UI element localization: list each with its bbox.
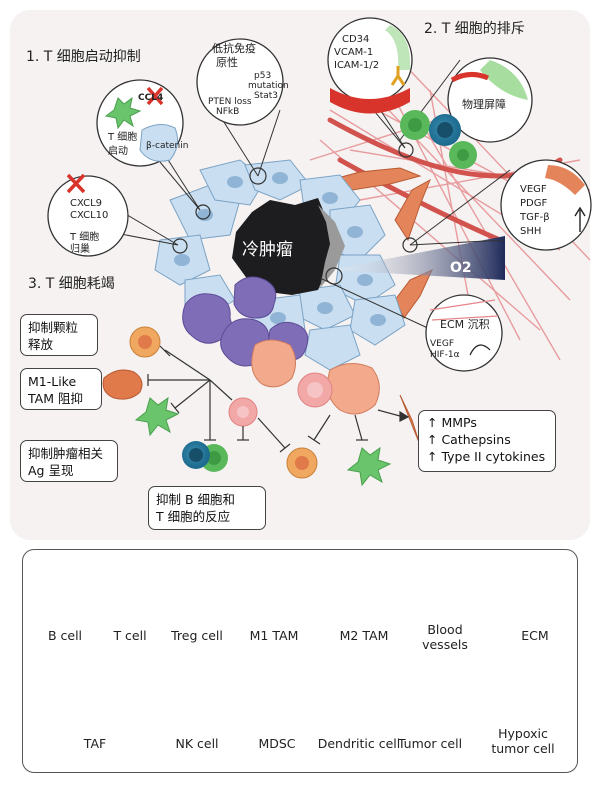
tumor-in-callout-1: [139, 124, 179, 162]
nk-cell-small: [129, 326, 318, 479]
legend-panel: [22, 549, 578, 773]
adhesion-green: [385, 25, 411, 70]
o2-label: O2: [450, 260, 472, 276]
box-effects: ↑ MMPs ↑ Cathepsins ↑ Type II cytokines: [418, 410, 556, 472]
effect-mmps: ↑ MMPs: [427, 415, 477, 430]
legend-label-b-cell: B cell: [47, 628, 83, 643]
bcatenin-label: β-catenin: [146, 141, 188, 151]
m1-tam-small: [102, 369, 143, 400]
tumor-nuclei: [174, 172, 386, 326]
gene-stat3: Stat3: [254, 91, 278, 101]
dendritic-in-callout: [104, 96, 142, 130]
section-title-2: 2. T 细胞的排斥: [424, 21, 525, 37]
tcells-near-physical: [400, 110, 477, 169]
legend-label-dendritic: Dendritic cell: [317, 736, 401, 751]
adhesion-icam: ICAM-1/2: [334, 60, 379, 71]
ecm-callout-fibers: [429, 299, 499, 321]
priming-line-2: 启动: [108, 144, 128, 157]
effect-cathepsins: ↑ Cathepsins: [427, 432, 511, 447]
hypoxia-vegf: VEGF: [430, 339, 454, 349]
adhesion-cd34: CD34: [342, 34, 369, 45]
section-title-3: 3. T 细胞耗竭: [28, 276, 115, 292]
growth-pdgf: PDGF: [520, 198, 547, 209]
legend-label-taf: TAF: [83, 736, 107, 751]
ecm-label: ECM 沉积: [440, 318, 490, 331]
growth-up-arrow: [574, 206, 586, 232]
gene-p53: p53: [254, 71, 271, 81]
section-title-1: 1. T 细胞启动抑制: [26, 49, 141, 65]
ccl4-label: CCL4: [138, 93, 163, 103]
inhibition-lines: [147, 345, 410, 453]
chemokine-line-1: CXCL9: [70, 198, 102, 209]
cold-tumor-core: [232, 198, 340, 295]
growth-taf-callout: [545, 165, 585, 195]
homing-line-2: 归巢: [70, 242, 90, 255]
physical-barrier-red: [450, 72, 490, 83]
y-receptor-icon: [390, 66, 406, 86]
chemokine-cross-icon: [66, 173, 86, 194]
legend-label-nk: NK cell: [175, 736, 219, 751]
legend-label-treg: Treg cell: [171, 628, 223, 643]
adhesion-vcam: VCAM-1: [334, 47, 373, 58]
low-immuno-line-2: 原性: [216, 55, 238, 69]
legend-label-m2-tam: M2 TAM: [339, 628, 389, 643]
legend-label-hypoxic: Hypoxic tumor cell: [491, 726, 555, 756]
m2-tam-cells: [251, 339, 380, 415]
chemokine-line-2: CXCL10: [70, 210, 108, 221]
hypoxia-arrow: [469, 344, 491, 356]
cold-tumor-label: 冷肿瘤: [242, 240, 293, 260]
callout-text: CXCL9 CXCL10 T 细胞 归巢 CCL4 T 细胞 启动 β-cate…: [69, 34, 550, 360]
box-antigen: 抑制肿瘤相关 Ag 呈现: [20, 440, 118, 482]
small-focus-circles: [172, 142, 418, 285]
growth-tgfb: TGF-β: [519, 212, 550, 223]
gene-pten: PTEN loss: [208, 97, 252, 107]
physical-barrier-green: [480, 60, 528, 100]
low-immuno-line-1: 低抗免疫: [212, 41, 256, 55]
o2-gradient: [330, 236, 505, 280]
gene-mutation: mutation: [248, 81, 289, 91]
physical-barrier-label: 物理屏障: [462, 97, 506, 111]
legend-label-t-cell: T cell: [113, 628, 147, 643]
legend-label-tumor: Tumor cell: [397, 736, 463, 751]
legend-label-blood: Blood vessels: [422, 622, 468, 652]
hypoxic-rim: [318, 205, 345, 288]
box-response: 抑制 B 细胞和 T 细胞的反应: [148, 486, 266, 530]
legend-label-m1-tam: M1 TAM: [249, 628, 299, 643]
priming-line-1: T 细胞: [107, 130, 137, 143]
growth-shh: SHH: [520, 226, 541, 237]
legend-label-mdsc: MDSC: [258, 736, 296, 751]
effect-cytokines: ↑ Type II cytokines: [427, 449, 546, 464]
ccl4-cross-icon: [146, 86, 164, 106]
dendritic-small: [134, 396, 392, 487]
box-granule: 抑制颗粒 释放: [20, 314, 98, 356]
growth-vegf: VEGF: [520, 184, 547, 195]
gene-nfkb: NFkB: [216, 107, 239, 117]
adhesion-wedge: [330, 88, 410, 114]
hypoxia-hif: HIF-1α: [430, 350, 460, 360]
box-m1-tam: M1-Like TAM 阻抑: [20, 368, 102, 410]
treg-cells: [228, 372, 333, 427]
homing-line-1: T 细胞: [69, 230, 99, 243]
legend-label-ecm: ECM: [521, 628, 549, 643]
exhaustion-bc-tc: [182, 441, 228, 472]
